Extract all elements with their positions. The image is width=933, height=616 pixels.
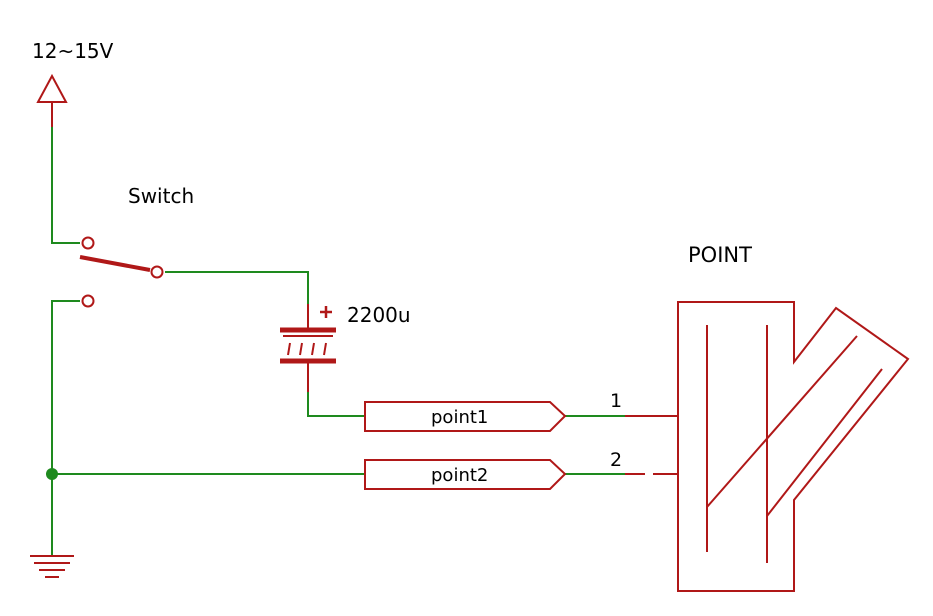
wire-supply-to-switch [51, 127, 80, 244]
turnout-point-icon [677, 301, 910, 592]
wire-switch-lower-to-ground [51, 300, 80, 556]
port-point2-shape [364, 459, 567, 490]
pin1-number-label: 1 [610, 390, 622, 412]
component-name-label: POINT [688, 243, 752, 267]
symbols [30, 73, 910, 592]
power-arrow-icon [36, 73, 68, 127]
wire-switch-to-capacitor [165, 271, 309, 304]
port-point1-shape [364, 401, 567, 432]
switch-label: Switch [128, 184, 194, 208]
polarized-capacitor-icon [280, 304, 336, 392]
port-point2-label: point2 [431, 465, 488, 486]
wire-capacitor-to-point1 [307, 392, 365, 417]
spdt-switch-icon [79, 236, 164, 308]
port-point1-label: point1 [431, 407, 488, 428]
junction-dot [46, 468, 58, 480]
pin2-number-label: 2 [610, 449, 622, 471]
capacitor-value-label: 2200u [347, 303, 411, 327]
supply-voltage-label: 12~15V [32, 39, 114, 63]
ground-icon [30, 555, 74, 578]
